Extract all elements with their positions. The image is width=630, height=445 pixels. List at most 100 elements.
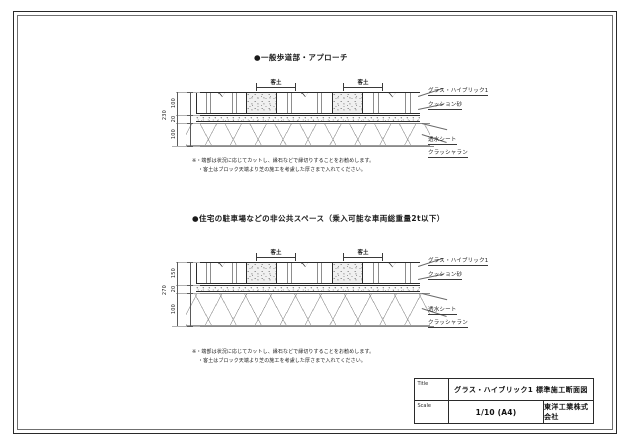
paver-web	[404, 263, 406, 283]
soil-dimension-right-cap-end	[382, 83, 383, 91]
dim-label-bottom: 100	[171, 303, 177, 315]
dim-label-total: 270	[162, 284, 168, 296]
soil-dimension-left-cap-start	[256, 83, 257, 91]
title-block: Title グラス・ハイブリック1 標準施工断面図 Scale 1/10 (A4…	[414, 378, 594, 424]
soil-dimension-left-cap-end	[295, 83, 296, 91]
title-block-company: 東洋工業株式会社	[544, 403, 589, 421]
permeable-sheet-line	[186, 123, 430, 124]
notes-parking: ※・端部は状況に応じてカットし、縁石などで縁切りすることをお勧めします。 ・客土…	[192, 348, 374, 366]
dim-extension-bottom	[172, 146, 200, 147]
soil-dimension-right-cap-end	[382, 253, 383, 261]
title-block-scale-key: Scale	[415, 401, 449, 423]
soil-dimension-left-bar	[256, 257, 296, 258]
title-block-row-title: Title グラス・ハイブリック1 標準施工断面図	[415, 379, 593, 401]
crusher-run-layer	[186, 294, 430, 326]
title-block-title-key: Title	[415, 379, 449, 400]
soil-fill-gap	[333, 263, 363, 283]
title-block-title-value: グラス・ハイブリック1 標準施工断面図	[454, 385, 588, 394]
title-block-row-scale: Scale 1/10 (A4) 東洋工業株式会社	[415, 401, 593, 423]
crusher-run-hatch	[186, 124, 430, 145]
soil-dimension-right-cap-start	[343, 253, 344, 261]
note-line-1: ※・端部は状況に応じてカットし、縁石などで縁切りすることをお勧めします。	[192, 349, 375, 355]
paver-notch	[217, 263, 226, 268]
paver-block-course	[196, 92, 421, 114]
dim-tick	[187, 285, 193, 286]
subgrade-line	[182, 146, 434, 147]
paver-block	[277, 93, 333, 113]
paver-web	[205, 93, 207, 113]
paver-web	[409, 93, 411, 113]
dim-tick	[187, 123, 193, 124]
dim-label-bottom: 100	[171, 128, 177, 140]
dim-tick	[187, 326, 193, 327]
paver-web	[321, 263, 323, 283]
paver-web	[404, 93, 406, 113]
soil-dimension-left-cap-end	[295, 253, 296, 261]
section-heading-walkway: ●一般歩道部・アプローチ	[254, 53, 348, 62]
dim-chain-inner	[190, 92, 191, 146]
soil-dimension-right-cap-start	[343, 83, 344, 91]
dim-label-total: 230	[162, 109, 168, 121]
paver-web	[316, 93, 318, 113]
paver-web	[378, 263, 380, 283]
subgrade-line	[182, 326, 434, 327]
paver-web	[409, 263, 411, 283]
soil-dimension-left-cap-start	[256, 253, 257, 261]
soil-dimension-right-bar	[343, 87, 383, 88]
paver-block	[277, 263, 333, 283]
dim-tick	[187, 115, 193, 116]
layer-label-sand: クッション砂	[428, 272, 463, 280]
section-heading-parking: ●住宅の駐車場などの非公共スペース（乗入可能な車両総重量2t以下）	[192, 214, 445, 223]
dim-tick	[187, 92, 193, 93]
dim-chain-outer	[177, 262, 178, 326]
paver-web	[316, 263, 318, 283]
paver-notch	[300, 93, 309, 98]
note-line-2: ・客土はブロック天端より芝の施工を考慮した厚さまで入れてください。	[198, 358, 366, 364]
paver-web	[205, 263, 207, 283]
cross-section-diagram-walkway: 客土 客土	[160, 78, 540, 178]
layer-label-paver: グラス・ハイブリック1	[428, 258, 489, 266]
layer-label-sheet: 透水シート	[428, 137, 457, 145]
dim-tick	[187, 262, 193, 263]
note-line-2: ・客土はブロック天端より芝の施工を考慮した厚さまで入れてください。	[198, 167, 366, 173]
paver-block	[363, 93, 421, 113]
paver-block	[197, 263, 247, 283]
paver-block	[363, 263, 421, 283]
soil-dimension-right-label: 客土	[357, 80, 369, 86]
soil-dimension-right-label: 客土	[357, 250, 369, 256]
paver-notch	[388, 93, 396, 98]
layer-label-crusher: クラッシャラン	[428, 320, 468, 328]
paver-web	[209, 93, 211, 113]
sheet-outer-border	[13, 11, 617, 434]
paver-web	[236, 93, 238, 113]
note-line-1: ※・端部は状況に応じてカットし、縁石などで縁切りすることをお勧めします。	[192, 158, 375, 164]
cross-section-diagram-parking: 客土 客土	[160, 248, 540, 358]
paver-web	[321, 93, 323, 113]
paver-web	[286, 263, 288, 283]
dim-chain-outer	[177, 92, 178, 146]
soil-dimension-left-bar	[256, 87, 296, 88]
soil-dimension-left-label: 客土	[270, 80, 282, 86]
layer-label-sand: クッション砂	[428, 102, 463, 110]
paver-notch	[217, 93, 226, 98]
paver-web	[378, 93, 380, 113]
layer-label-paver: グラス・ハイブリック1	[428, 88, 489, 96]
paver-web	[286, 93, 288, 113]
dim-tick	[187, 293, 193, 294]
crusher-run-hatch	[186, 294, 430, 325]
paver-notch	[300, 263, 309, 268]
paver-block	[197, 93, 247, 113]
paver-web	[209, 263, 211, 283]
layer-label-crusher: クラッシャラン	[428, 150, 468, 158]
paver-web	[373, 93, 375, 113]
cushion-sand-layer	[196, 115, 420, 122]
dim-tick	[187, 146, 193, 147]
layer-label-sheet: 透水シート	[428, 307, 457, 315]
paver-block-course	[196, 262, 421, 284]
sheet-inner-border	[17, 15, 613, 430]
soil-fill-gap	[247, 263, 277, 283]
dim-chain-inner	[190, 262, 191, 326]
paver-web	[236, 263, 238, 283]
soil-dimension-right-bar	[343, 257, 383, 258]
